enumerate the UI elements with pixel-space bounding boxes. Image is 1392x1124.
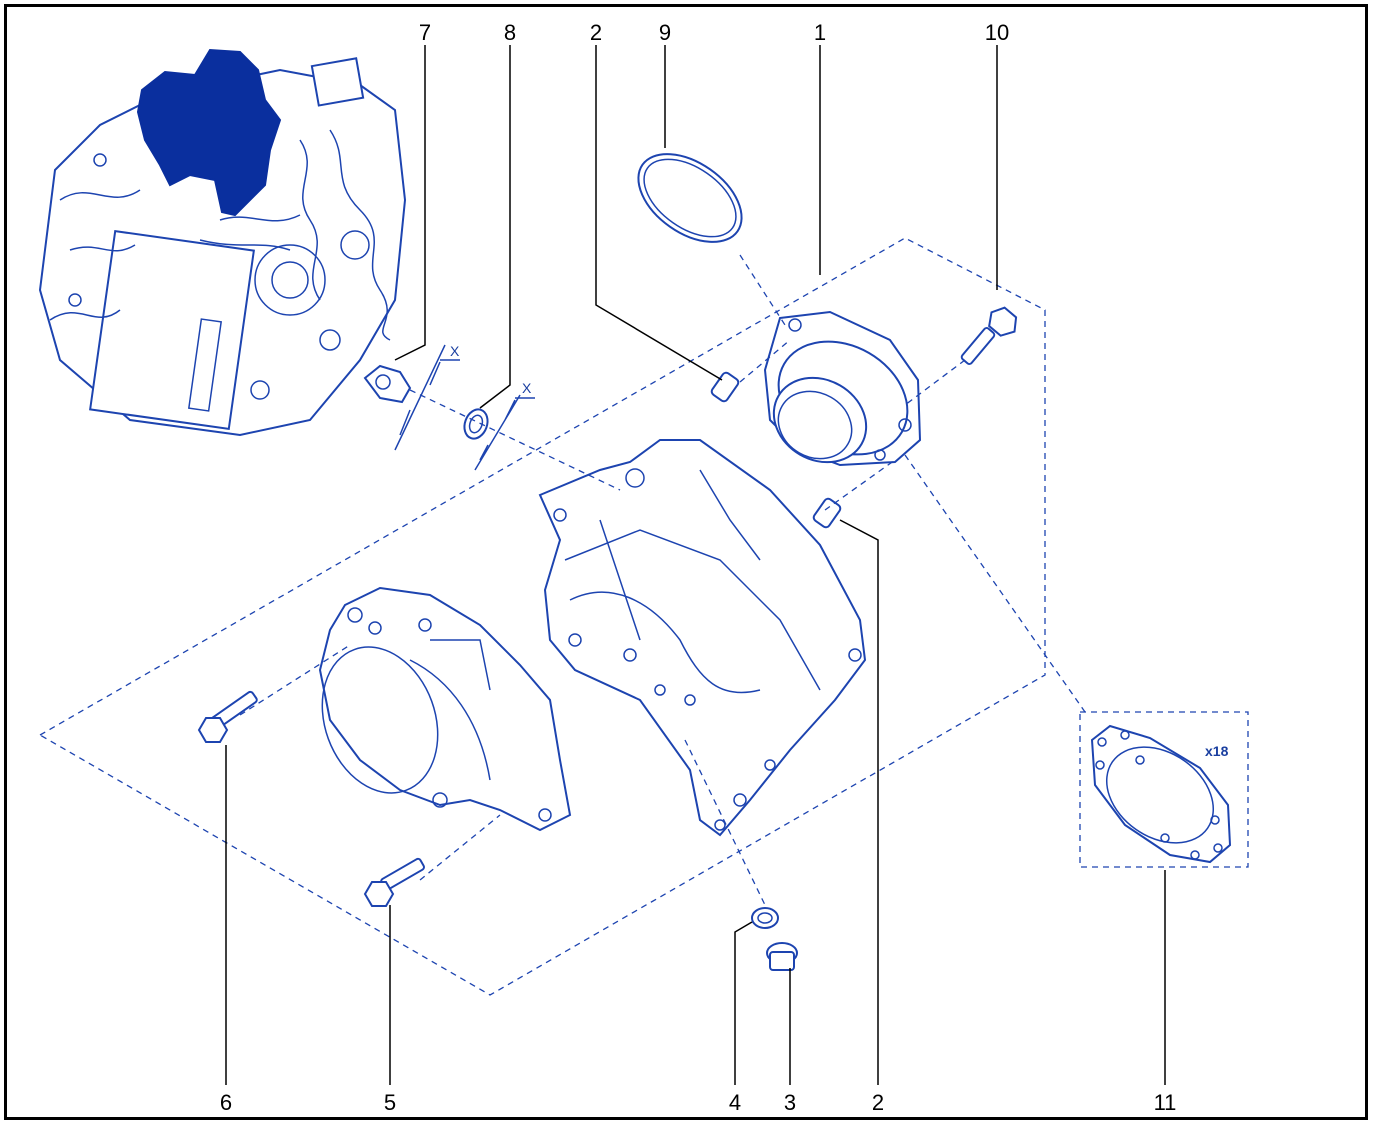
axis-pin-lower [824, 459, 896, 511]
axis-bolt-10 [904, 359, 966, 406]
callout-10: 10 [985, 20, 1009, 45]
flange-cover-part-1 [763, 310, 922, 467]
callout-5: 5 [384, 1090, 396, 1115]
axis-drain [684, 739, 766, 906]
svg-text:X: X [522, 380, 532, 396]
axis-o-ring [739, 254, 786, 326]
main-housing [538, 439, 867, 837]
callout-9: 9 [659, 20, 671, 45]
diagram-frame [4, 4, 1368, 1120]
bolt-part-5 [363, 857, 425, 907]
axis-sensor [409, 389, 621, 491]
bolt-part-10 [960, 306, 1018, 365]
seal-ring-part-8 [463, 408, 489, 440]
left-cover [318, 586, 572, 832]
callout-2-top: 2 [590, 20, 602, 45]
sensor-part-7 [363, 364, 412, 404]
leader-2-upper [595, 45, 723, 381]
dowel-pin-upper [710, 371, 740, 403]
drain-plug-part-3 [766, 942, 798, 971]
gasket-part-11 [1090, 724, 1232, 864]
o-ring-part-9 [637, 153, 743, 243]
leader-7 [394, 45, 426, 361]
callout-7: 7 [419, 20, 431, 45]
dimension-mark-a: X [394, 343, 460, 451]
leader-4 [734, 921, 753, 1085]
leader-8 [479, 45, 511, 409]
callout-8: 8 [504, 20, 516, 45]
callout-1: 1 [814, 20, 826, 45]
axis-bolt-5 [419, 814, 501, 881]
gasket-detail-box [1079, 711, 1249, 868]
callout-3: 3 [784, 1090, 796, 1115]
callout-4: 4 [729, 1090, 741, 1115]
callout-2-bottom: 2 [872, 1090, 884, 1115]
washer-part-4 [751, 907, 779, 929]
quantity-badge: x18 [1205, 743, 1229, 759]
gearbox-overview [38, 48, 407, 437]
bolt-part-6 [197, 690, 258, 743]
dowel-pin-lower [812, 497, 842, 529]
callout-6: 6 [220, 1090, 232, 1115]
dimension-mark-b: X [474, 380, 535, 471]
axis-gasket [904, 454, 1086, 713]
highlighted-component [136, 48, 282, 217]
leader-2-lower [839, 519, 879, 1085]
callout-11: 11 [1154, 1090, 1177, 1115]
assembly-envelope [38, 237, 1046, 996]
svg-text:X: X [450, 343, 460, 359]
